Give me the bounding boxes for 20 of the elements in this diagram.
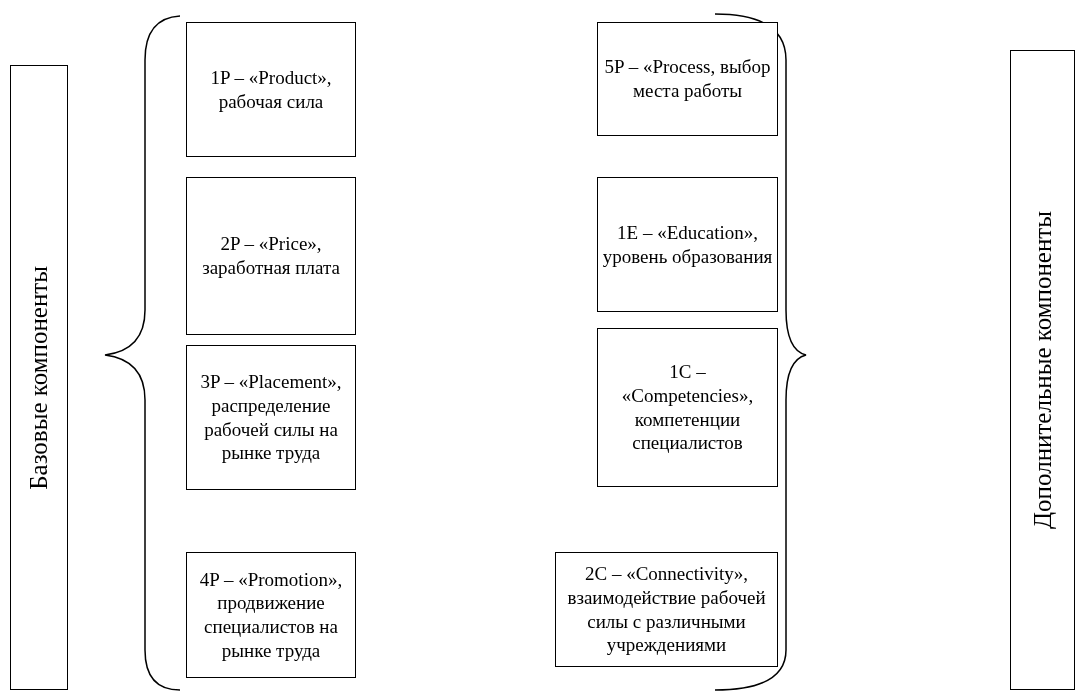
component-text: 1E – «Education», уровень образования (601, 220, 774, 269)
component-box (186, 22, 356, 157)
category-box (10, 65, 68, 690)
component-text: 4P – «Promotion», продвижение специалистов на рынке труда (198, 567, 344, 663)
component-box (186, 345, 356, 490)
component-box (597, 177, 778, 312)
component-box (186, 552, 356, 678)
component-text: 2C – «Connectivity», взаимодействие рабочей силы с различными учреждениями (566, 562, 767, 657)
category-label: Дополнительные компоненты (1027, 211, 1057, 529)
category-label: Базовые компоненты (24, 265, 54, 490)
component-text: 2P – «Price», заработная плата (201, 232, 341, 280)
component-text: 1C – «Competencies», компетенции специалистов (620, 360, 755, 455)
component-text: 5P – «Process, выбор места работы (603, 55, 772, 103)
component-box (555, 552, 778, 667)
component-box (597, 328, 778, 487)
component-text: 3P – «Placement», распределение рабочей силы на рынке труда (199, 370, 343, 465)
component-box (186, 177, 356, 335)
category-box (1010, 50, 1075, 690)
component-box (597, 22, 778, 136)
component-text: 1P – «Product», рабочая сила (209, 65, 333, 114)
